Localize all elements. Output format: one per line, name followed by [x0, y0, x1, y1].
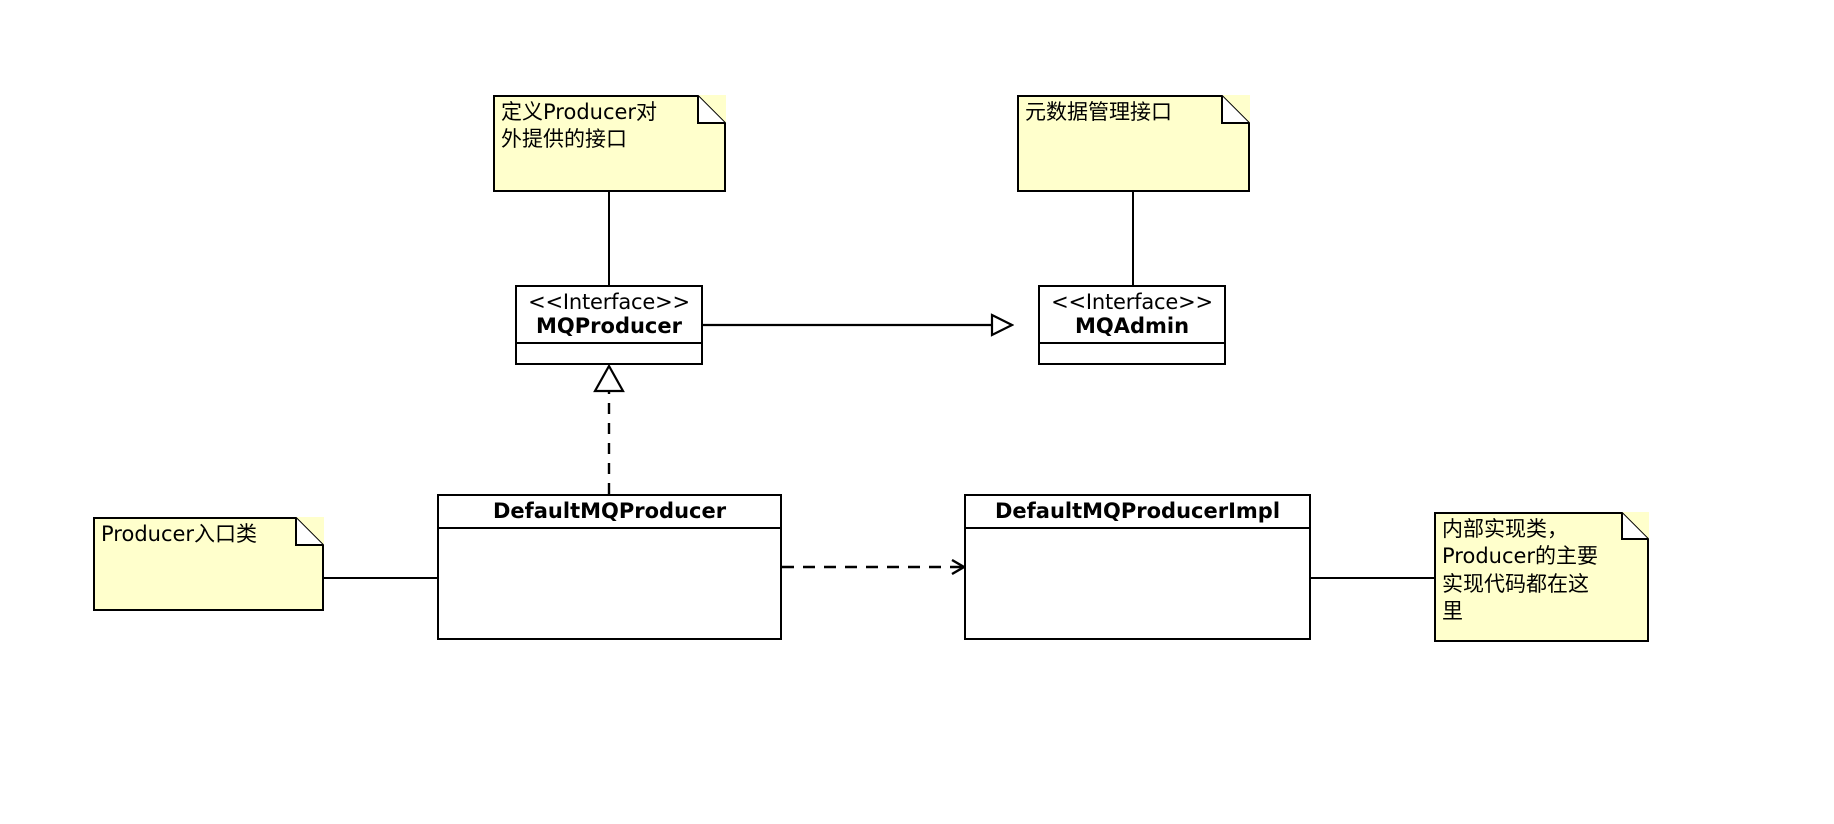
node-mqadmin-header: <<Interface>> MQAdmin — [1040, 287, 1224, 345]
node-defaultmqproducer[interactable]: DefaultMQProducer — [437, 494, 782, 640]
note-shape — [93, 517, 324, 611]
node-mqadmin[interactable]: <<Interface>> MQAdmin — [1038, 285, 1226, 365]
note-impl[interactable]: 内部实现类， Producer的主要 实现代码都在这 里 — [1434, 512, 1649, 642]
node-mqproducer-name: MQProducer — [536, 314, 682, 339]
note-entry-class-text: Producer入口类 — [101, 522, 258, 546]
note-shape — [1017, 95, 1250, 192]
note-shape — [1434, 512, 1649, 642]
note-producer-interface-text: 定义Producer对 外提供的接口 — [501, 100, 658, 152]
note-impl-text: 内部实现类， Producer的主要 实现代码都在这 里 — [1442, 517, 1599, 623]
node-defaultmqproducer-name: DefaultMQProducer — [492, 499, 727, 523]
node-mqproducer-header: <<Interface>> MQProducer — [517, 287, 701, 345]
realization-arrowhead-icon — [593, 363, 625, 393]
node-mqadmin-stereotype: <<Interface>> — [1051, 290, 1213, 314]
node-mqproducer-members — [517, 344, 701, 363]
note-entry-class[interactable]: Producer入口类 — [93, 517, 324, 611]
node-defaultmqproducerimpl[interactable]: DefaultMQProducerImpl — [964, 494, 1311, 640]
note-metadata[interactable]: 元数据管理接口 — [1017, 95, 1250, 192]
node-mqproducer[interactable]: <<Interface>> MQProducer — [515, 285, 703, 365]
node-mqadmin-members — [1040, 344, 1224, 363]
node-mqadmin-name: MQAdmin — [1074, 314, 1190, 339]
note-metadata-text: 元数据管理接口 — [1025, 100, 1172, 124]
node-defaultmqproducerimpl-name: DefaultMQProducerImpl — [994, 499, 1281, 523]
node-defaultmqproducer-members — [439, 529, 780, 638]
note-shape — [493, 95, 726, 192]
node-defaultmqproducerimpl-members — [966, 529, 1309, 638]
node-defaultmqproducerimpl-header: DefaultMQProducerImpl — [966, 496, 1309, 530]
note-producer-interface[interactable]: 定义Producer对 外提供的接口 — [493, 95, 726, 192]
node-mqproducer-stereotype: <<Interface>> — [528, 290, 690, 314]
node-defaultmqproducer-header: DefaultMQProducer — [439, 496, 780, 530]
